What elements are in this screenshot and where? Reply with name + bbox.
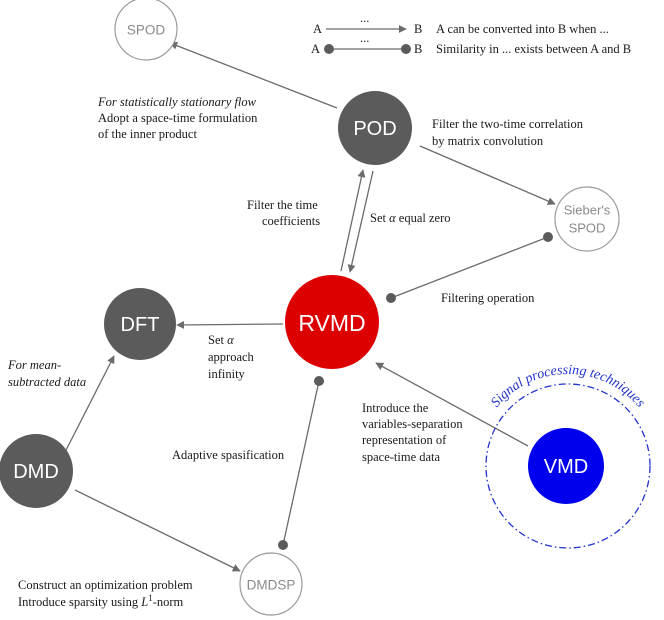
node-sieber-label-line2: SPOD bbox=[569, 221, 606, 236]
legend-arrow-dots: ... bbox=[360, 11, 369, 25]
annotation-rvmd-dft-line3: infinity bbox=[208, 367, 246, 381]
node-spod-label: SPOD bbox=[127, 23, 166, 38]
node-sieber-spod: Sieber's SPOD bbox=[554, 186, 620, 252]
legend-dot-dots: ... bbox=[360, 31, 369, 45]
node-dmd-label: DMD bbox=[13, 461, 59, 483]
annotation-vmd-line4: space-time data bbox=[362, 450, 441, 464]
legend-dot-desc: Similarity in ... exists between A and B bbox=[436, 42, 631, 56]
node-dft-label: DFT bbox=[121, 314, 160, 336]
annotation-dmd-dmdsp-line2: Introduce sparsity using L1-norm bbox=[18, 593, 184, 609]
annotation-rvmd-pod-line2: coefficients bbox=[262, 214, 320, 228]
edge-rvmd-dmdsp-similarity bbox=[282, 380, 320, 546]
legend: A ... B A can be converted into B when .… bbox=[311, 11, 631, 56]
edge-dmd-to-dmdsp bbox=[74, 489, 241, 572]
annotation-pod-sieber-line1: Filter the two-time correlation bbox=[432, 117, 584, 131]
annotation-vmd-line2: variables-separation bbox=[362, 417, 463, 431]
node-dmdsp-label: DMDSP bbox=[247, 578, 296, 593]
annotation-dmd-dmdsp-line1: Construct an optimization problem bbox=[18, 578, 193, 592]
node-dmdsp: DMDSP bbox=[239, 552, 303, 616]
legend-dot-a: A bbox=[311, 42, 320, 56]
annotation-adaptive: Adaptive spasification bbox=[172, 448, 285, 462]
annotation-vmd-line1: Introduce the bbox=[362, 401, 429, 415]
signal-processing-ring bbox=[485, 383, 651, 549]
edge-sieber-rvmd-dot-rvmd bbox=[386, 293, 396, 303]
edge-rvmd-to-pod bbox=[340, 169, 366, 272]
node-sieber-label-line1: Sieber's bbox=[564, 203, 611, 218]
node-spod: SPOD bbox=[114, 0, 178, 61]
edge-rvmd-to-dft bbox=[176, 320, 284, 329]
edge-rvmd-dmdsp-dot-dmdsp bbox=[278, 540, 288, 550]
annotation-pod-spod-line1: For statistically stationary flow bbox=[97, 95, 257, 109]
edge-vmd-to-rvmd bbox=[375, 362, 529, 447]
edge-dmd-to-dft bbox=[59, 355, 115, 463]
edge-pod-to-rvmd bbox=[347, 170, 374, 273]
annotation-dmd-dft-line1: For mean- bbox=[7, 358, 61, 372]
annotation-rvmd-dft-line1: Set α bbox=[208, 333, 234, 347]
signal-processing-label: Signal processing techniques bbox=[488, 363, 648, 411]
annotation-pod-sieber-line2: by matrix convolution bbox=[432, 134, 544, 148]
node-vmd: VMD bbox=[528, 428, 604, 504]
legend-arrow-desc: A can be converted into B when ... bbox=[436, 22, 609, 36]
node-vmd-label: VMD bbox=[544, 456, 588, 478]
annotation-rvmd-pod-line1: Filter the time bbox=[247, 198, 318, 212]
legend-dot-right bbox=[401, 44, 411, 54]
node-pod-label: POD bbox=[353, 118, 396, 140]
node-dmd: DMD bbox=[0, 434, 73, 508]
annotation-pod-spod-line3: of the inner product bbox=[98, 127, 197, 141]
edge-sieber-rvmd-similarity bbox=[390, 236, 549, 299]
annotation-pod-rvmd: Set α equal zero bbox=[370, 211, 451, 225]
node-rvmd-label: RVMD bbox=[298, 310, 365, 336]
annotation-pod-spod-line2: Adopt a space-time formulation bbox=[98, 111, 258, 125]
annotation-filtering: Filtering operation bbox=[441, 291, 535, 305]
legend-dot-b: B bbox=[414, 42, 422, 56]
node-dft: DFT bbox=[104, 288, 176, 360]
annotation-vmd-line3: representation of bbox=[362, 433, 447, 447]
edge-rvmd-dmdsp-dot-rvmd bbox=[314, 376, 324, 386]
edge-pod-to-sieber bbox=[419, 145, 556, 205]
annotation-rvmd-dft-line2: approach bbox=[208, 350, 255, 364]
legend-arrow-a: A bbox=[313, 22, 322, 36]
legend-dot-left bbox=[324, 44, 334, 54]
node-rvmd: RVMD bbox=[285, 275, 379, 369]
edge-pod-to-spod bbox=[169, 41, 338, 109]
node-pod: POD bbox=[338, 91, 412, 165]
edge-sieber-rvmd-dot-sieber bbox=[543, 232, 553, 242]
legend-arrow-b: B bbox=[414, 22, 422, 36]
annotation-dmd-dft-line2: subtracted data bbox=[8, 375, 86, 389]
